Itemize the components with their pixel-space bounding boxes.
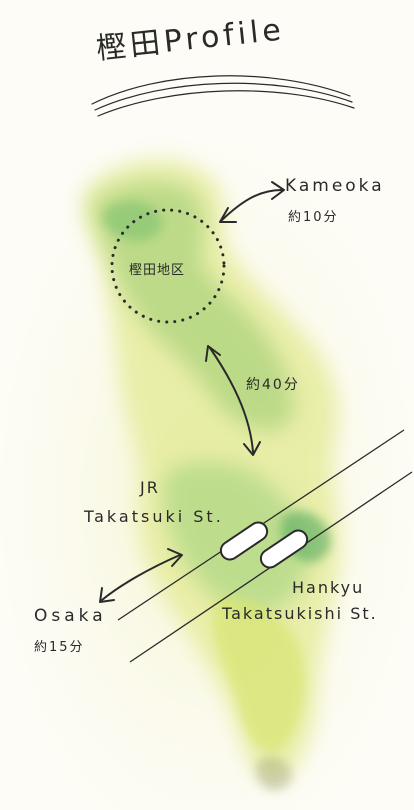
osaka-label: Osaka <box>34 606 107 626</box>
osaka-time: 約15分 <box>34 640 85 655</box>
kameoka-time: 約10分 <box>288 210 339 225</box>
jr-station-label-line1: JR <box>140 478 160 497</box>
district-label: 樫田地区 <box>129 263 186 278</box>
jr-station-label-line2: Takatsuki St. <box>84 507 224 526</box>
district-to-jr-time: 約40分 <box>246 377 300 393</box>
arrow-district-to-jr-icon <box>205 345 261 456</box>
arrow-osaka-icon <box>99 548 183 603</box>
title-swoosh <box>91 75 355 117</box>
kameoka-label: Kameoka <box>285 176 385 196</box>
jr-takatsuki-station-marker <box>219 521 269 561</box>
hankyu-station-label-line1: Hankyu <box>292 578 365 597</box>
hankyu-takatsukishi-station-marker <box>259 529 309 569</box>
arrow-kameoka-icon <box>219 181 285 223</box>
hankyu-station-label-line2: Takatsukishi St. <box>222 604 378 623</box>
district-dotted-circle <box>110 208 226 324</box>
